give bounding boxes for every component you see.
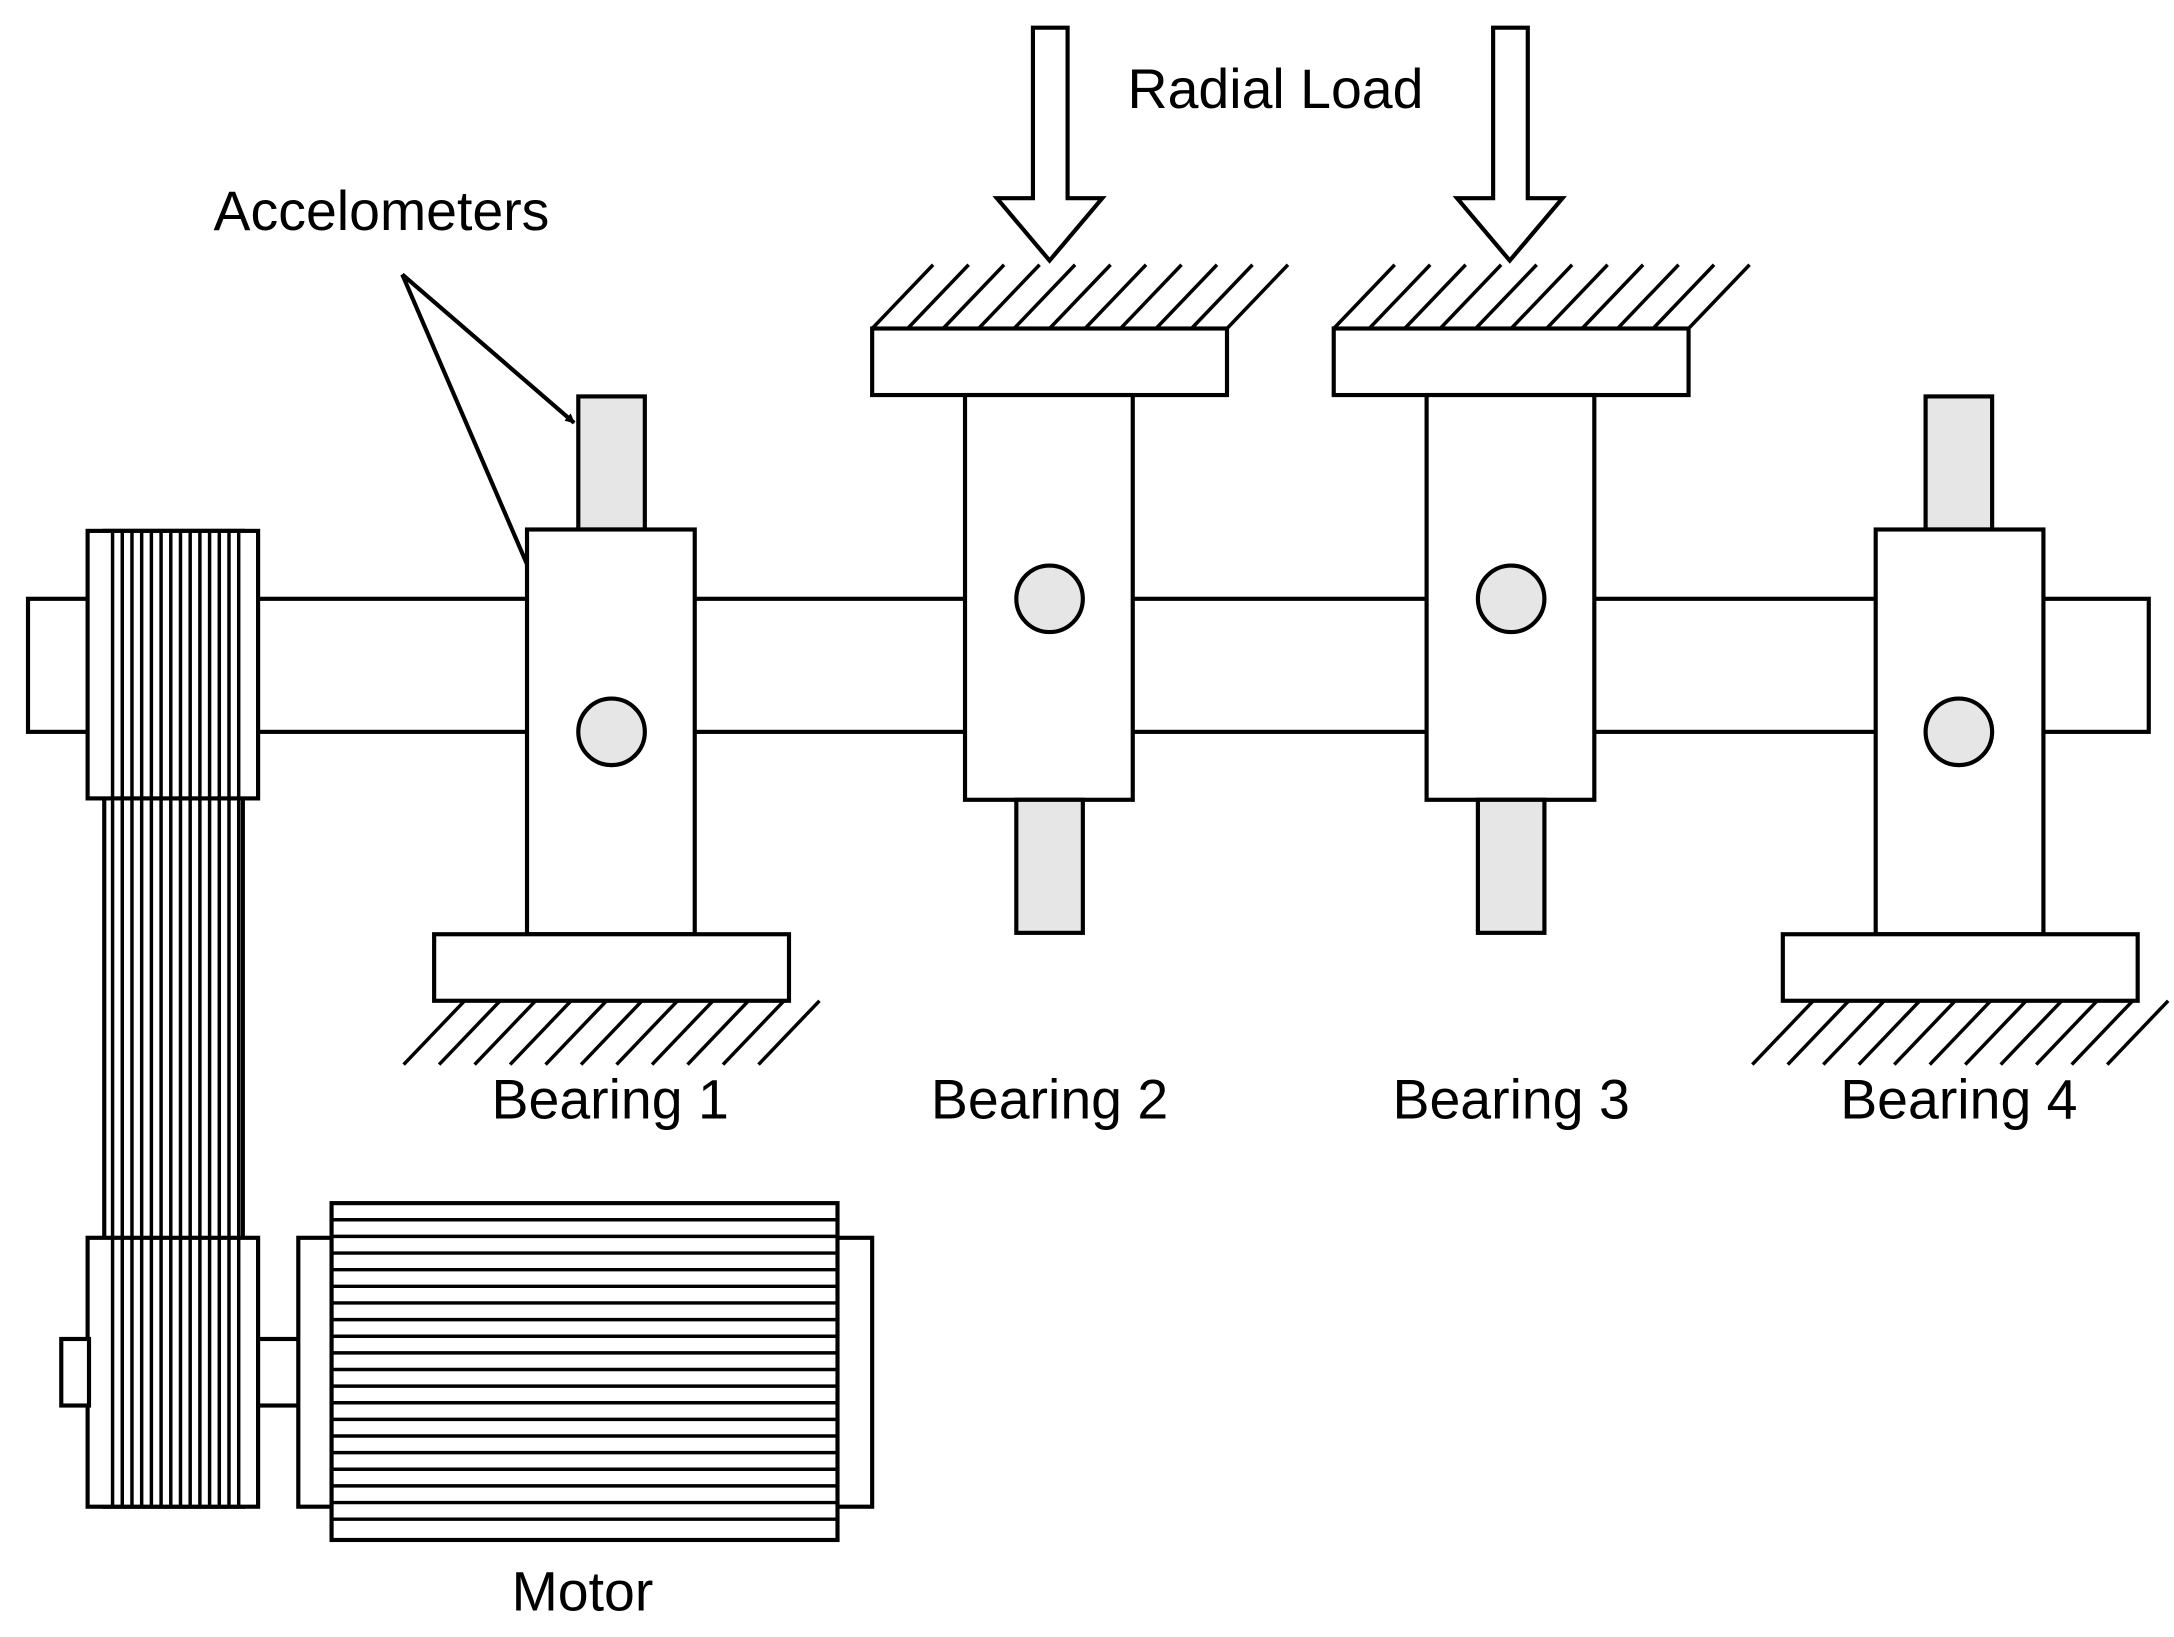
hatch-line (1651, 263, 1716, 330)
hatch-line (615, 999, 679, 1066)
motor (296, 1201, 875, 1543)
hatch-line (1857, 999, 1922, 1066)
hatch-line (1893, 999, 1957, 1066)
hatch-line (1687, 263, 1751, 330)
hatch-line (1751, 999, 1815, 1066)
hatch-line (906, 263, 970, 330)
hatch-line (1928, 999, 1992, 1066)
hatch-line (1012, 263, 1077, 330)
hatch-line (1225, 263, 1290, 330)
hatch-line (1545, 263, 1609, 330)
hatch-line (1048, 263, 1112, 330)
bearing-3-label: Bearing 3 (1392, 1069, 1629, 1131)
hatch-line (1083, 263, 1148, 330)
hatch-line (721, 999, 786, 1066)
hatch-line (2034, 999, 2099, 1066)
radial-load-label: Radial Load (1128, 58, 1424, 120)
ground-hatch-1 (402, 999, 821, 1066)
accelerometer-leader-top (400, 272, 576, 425)
hatch-line (508, 999, 573, 1066)
motor-pulley (85, 1235, 261, 1509)
hatch-line (1786, 999, 1851, 1066)
hatch-line (1822, 999, 1886, 1066)
hatch-line (437, 999, 502, 1066)
hatch-line (1403, 263, 1467, 330)
hatch-line (1509, 263, 1574, 330)
accelerometers-label: Accelometers (214, 180, 550, 242)
hatch-line (1580, 263, 1645, 330)
accelerometer-horizontal-4 (1923, 696, 1995, 768)
accelerometer-horizontal-1 (576, 696, 647, 768)
hatch-line (2070, 999, 2134, 1066)
radial-load-arrow-left (992, 25, 1107, 264)
hatch-line (544, 999, 608, 1066)
bearing-1 (402, 394, 821, 1066)
accelerometer-vertical-3 (1475, 797, 1547, 935)
hatch-line (579, 999, 644, 1066)
ground-hatch-4 (1751, 999, 2170, 1066)
hatch-line (1190, 263, 1254, 330)
hatch-line (650, 999, 715, 1066)
hatch-line (1367, 263, 1432, 330)
hatch-line (757, 999, 821, 1066)
radial-load-arrow-right (1452, 25, 1567, 264)
bearing-2 (870, 263, 1290, 935)
motor-label: Motor (512, 1561, 654, 1623)
hatch-line (1332, 263, 1396, 330)
hatch-line (977, 263, 1041, 330)
accelerometer-horizontal-3 (1475, 563, 1547, 635)
accelerometer-vertical-4 (1923, 394, 1995, 532)
hatch-line (1438, 263, 1503, 330)
accelerometer-vertical-2 (1014, 797, 1085, 935)
hatch-line (1119, 263, 1183, 330)
hatch-line (686, 999, 750, 1066)
hatch-line (870, 263, 935, 330)
bearing-1-label: Bearing 1 (492, 1069, 729, 1131)
hatch-line (402, 999, 466, 1066)
bearing-4 (1751, 394, 2170, 1066)
hatch-line (1963, 999, 2028, 1066)
hatch-line (473, 999, 537, 1066)
hatch-line (1474, 263, 1538, 330)
shaft-pulley (85, 528, 261, 801)
hatch-line (2105, 999, 2170, 1066)
ground-hatch-2 (870, 263, 1290, 330)
accelerometer-horizontal-2 (1014, 563, 1085, 635)
bearing-2-label: Bearing 2 (931, 1069, 1168, 1131)
bearing-4-label: Bearing 4 (1840, 1069, 2077, 1131)
hatch-line (1616, 263, 1680, 330)
hatch-line (1154, 263, 1219, 330)
hatch-line (1999, 999, 2063, 1066)
bearing-3 (1331, 263, 1751, 935)
hatch-line (941, 263, 1006, 330)
accelerometer-vertical-1 (576, 394, 647, 532)
ground-hatch-3 (1332, 263, 1751, 330)
